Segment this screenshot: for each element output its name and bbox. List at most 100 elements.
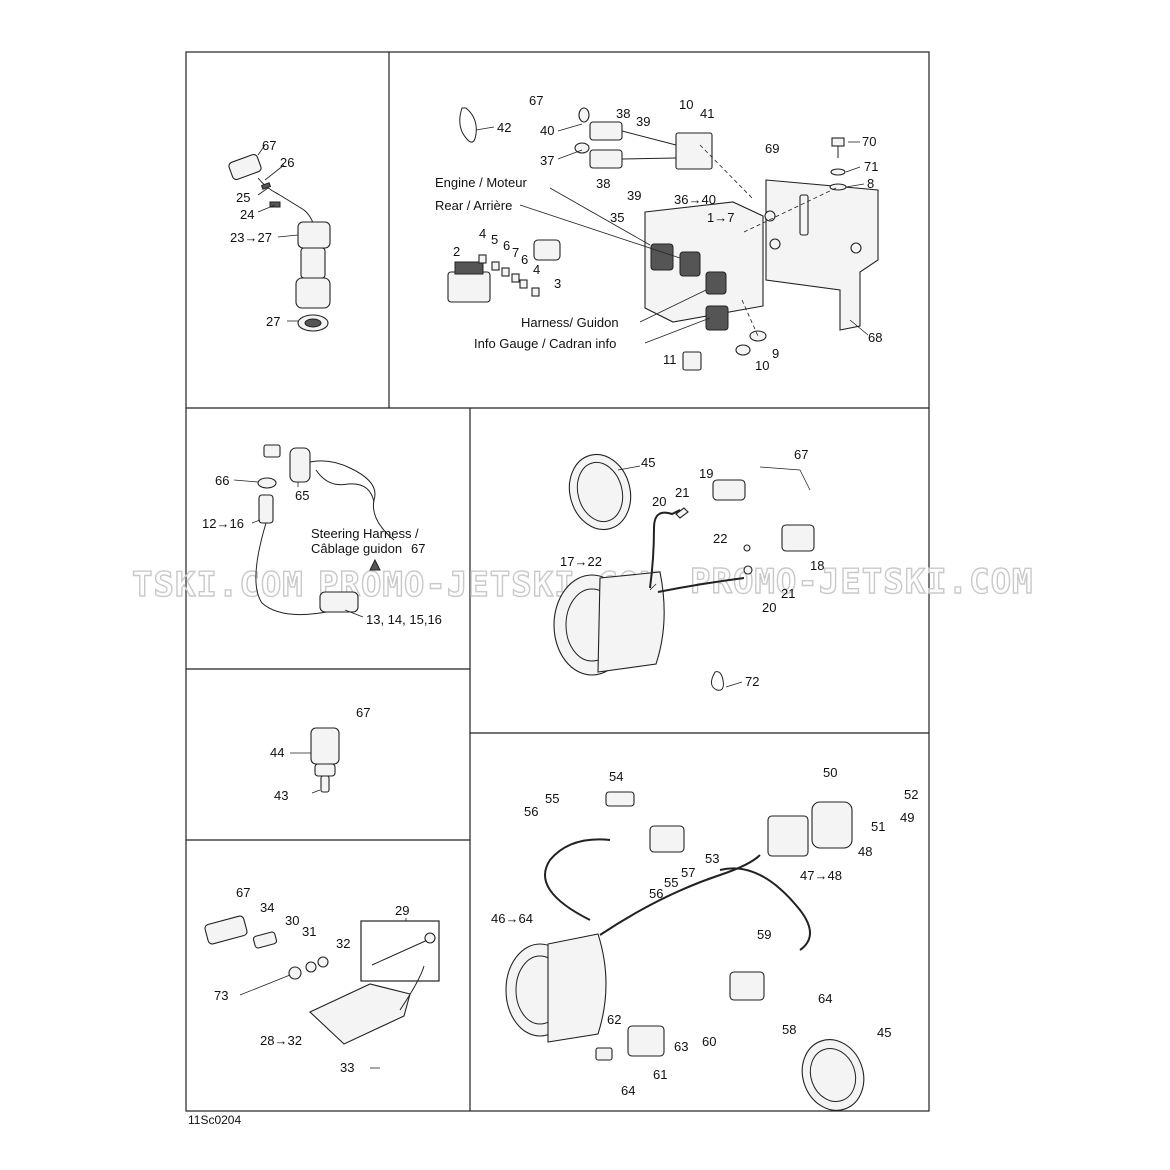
callout-p2-11: 69 [765,141,779,156]
callout-p2-27: 9 [772,346,779,361]
callout-p2-1: 40 [540,123,554,138]
callout-p3-0: 66 [215,473,229,488]
callout-p2-5: 38 [596,176,610,191]
callout-p3-3: 67 [411,541,425,556]
callout-p2-15: 35 [610,210,624,225]
callout-p2-17: 2 [453,244,460,259]
callout-p2-16: 1→7 [707,210,734,225]
callout-p4-9: 21 [781,586,795,601]
callout-p4-1: 19 [699,466,713,481]
callout-p7-5: 55 [664,875,678,890]
callout-p4-10: 72 [745,674,759,689]
callout-p7-18: 63 [674,1039,688,1054]
callout-p3-2: 12→16 [202,516,244,531]
callout-p2-25: 11 [663,352,677,367]
panel-5-sensor: 67 44 43 [270,705,370,803]
callout-p1-1: 26 [280,155,294,170]
callout-p4-8: 20 [762,600,776,615]
panel-7-info-gauge: 54 55 56 53 57 55 56 50 52 51 49 48 47→4… [491,765,918,1111]
callout-p7-12: 47→48 [800,868,842,883]
callout-p2-3: 38 [616,106,630,121]
figure-code: 11Sc0204 [188,1113,241,1127]
label-info-gauge: Info Gauge / Cadran info [474,336,616,351]
callout-p2-10: 36→40 [674,192,716,207]
callout-p4-0: 45 [641,455,655,470]
panel-frames [185,51,930,1112]
callout-p1-4: 23→27 [230,230,272,245]
callout-p7-19: 60 [702,1034,716,1049]
callout-p2-19: 5 [491,232,498,247]
callout-p7-22: 45 [877,1025,891,1040]
callout-p4-3: 20 [652,494,666,509]
callout-p2-24: 3 [554,276,561,291]
callout-p2-22: 6 [521,252,528,267]
panel-2-module: 67 40 37 38 39 38 39 10 41 42 36→40 69 7… [435,93,882,373]
callout-p2-21: 7 [512,245,519,260]
callout-p6-7: 28→32 [260,1033,302,1048]
label-steering-1: Steering Harness / [311,526,419,541]
callout-p2-20: 6 [503,238,510,253]
callout-p2-28: 68 [868,330,882,345]
callout-p7-14: 59 [757,927,771,942]
panel-1-sensor: 67 26 25 24 23→27 27 [228,138,331,332]
callout-p7-11: 48 [858,844,872,859]
callout-p7-16: 58 [782,1022,796,1037]
callout-p2-26: 10 [755,358,769,373]
callout-p7-6: 56 [649,886,663,901]
callout-p6-4: 32 [336,936,350,951]
callout-p7-13: 46→64 [491,911,533,926]
callout-p7-4: 57 [681,865,695,880]
callout-p7-9: 51 [871,819,885,834]
label-engine: Engine / Moteur [435,175,527,190]
callout-p5-2: 43 [274,788,288,803]
callout-p3-4: 13, 14, 15,16 [366,612,442,627]
callout-p4-5: 17→22 [560,554,602,569]
watermark-left: TSKI.COM [132,565,304,605]
callout-p6-6: 73 [214,988,228,1003]
callout-p2-0: 67 [529,93,543,108]
panel-3-steering-harness: 66 65 12→16 67 13, 14, 15,16 Steering Ha… [202,444,442,627]
callout-p7-0: 54 [609,769,623,784]
callout-p7-15: 64 [818,991,832,1006]
label-harness: Harness/ Guidon [521,315,619,330]
callout-p2-23: 4 [533,262,540,277]
callout-p1-2: 25 [236,190,250,205]
callout-p7-7: 50 [823,765,837,780]
callout-p7-1: 55 [545,791,559,806]
panel-6-throttle: 67 34 30 31 32 29 73 28→32 33 [204,885,440,1075]
callout-p2-9: 42 [497,120,511,135]
callout-p5-1: 44 [270,745,284,760]
panel-4-gauge: 45 19 67 20 21 17→22 22 18 20 21 72 [553,447,824,691]
callout-p6-0: 67 [236,885,250,900]
callout-p2-8: 41 [700,106,714,121]
callout-p6-3: 31 [302,924,316,939]
callout-p2-6: 39 [627,188,641,203]
callout-p4-6: 22 [713,531,727,546]
callout-p7-8: 52 [904,787,918,802]
callout-p2-13: 71 [864,159,878,174]
callout-p7-17: 62 [607,1012,621,1027]
callout-p6-1: 34 [260,900,274,915]
label-rear: Rear / Arrière [435,198,512,213]
callout-p5-0: 67 [356,705,370,720]
callout-p7-3: 53 [705,851,719,866]
watermark-right: PROMO-JETSKI.COM [690,562,1034,602]
callout-p7-20: 61 [653,1067,667,1082]
callout-p1-5: 27 [266,314,280,329]
callout-p6-2: 30 [285,913,299,928]
callout-p1-3: 24 [240,207,254,222]
callout-p7-2: 56 [524,804,538,819]
callout-p4-2: 67 [794,447,808,462]
callout-p2-12: 70 [862,134,876,149]
callout-p2-7: 10 [679,97,693,112]
callout-p7-21: 64 [621,1083,635,1098]
callout-p2-18: 4 [479,226,486,241]
callout-p1-0: 67 [262,138,276,153]
callout-p2-2: 37 [540,153,554,168]
callout-p6-5: 29 [395,903,409,918]
label-steering-2: Câblage guidon [311,541,402,556]
callout-p2-14: 8 [867,176,874,191]
callout-p4-4: 21 [675,485,689,500]
callout-p6-8: 33 [340,1060,354,1075]
